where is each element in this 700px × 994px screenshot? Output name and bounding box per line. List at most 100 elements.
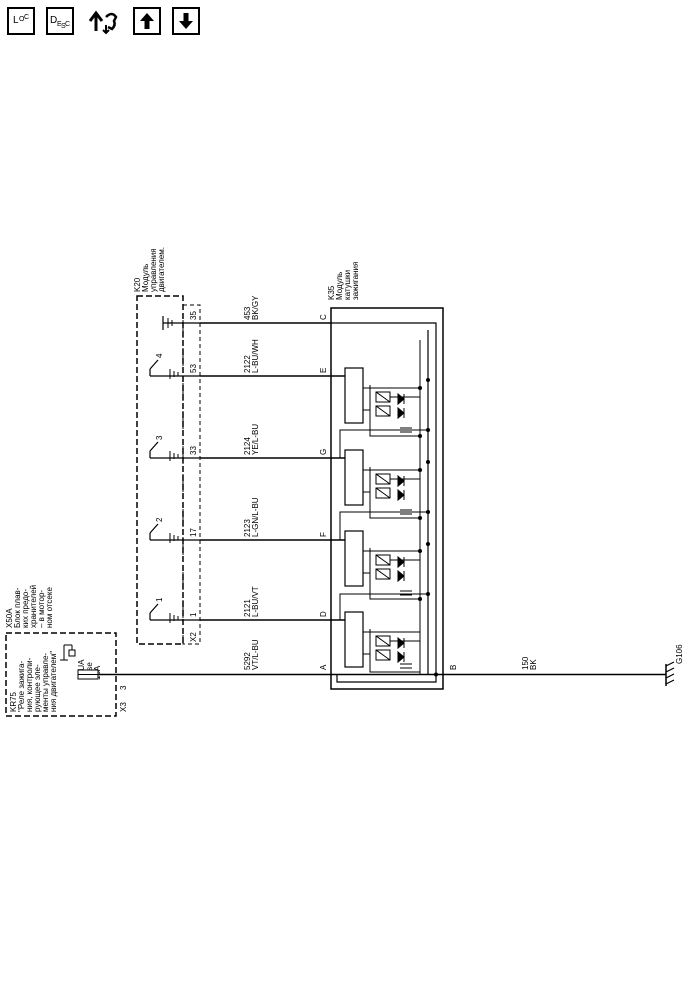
svg-text:S: S	[61, 23, 66, 30]
svg-text:F4UA: F4UA	[77, 659, 86, 680]
svg-text:O: O	[19, 16, 25, 23]
svg-text:Модуль: Модуль	[335, 272, 344, 300]
ecm-driver-1: 1	[149, 597, 200, 623]
svg-text:– в мотор-: – в мотор-	[37, 590, 46, 628]
signal-path-button[interactable]	[86, 7, 124, 35]
svg-text:L: L	[13, 15, 19, 26]
k35-bus	[331, 322, 437, 683]
svg-text:K20: K20	[133, 277, 142, 292]
svg-text:BK: BK	[529, 659, 538, 670]
svg-text:KR75: KR75	[9, 691, 18, 712]
x50a-box	[5, 632, 117, 717]
wire-150: B 150 BK	[443, 656, 666, 676]
svg-text:ких предо-: ких предо-	[21, 589, 30, 628]
ecm-ground-35	[162, 316, 200, 330]
svg-text:G: G	[319, 449, 328, 455]
svg-text:F: F	[319, 532, 328, 537]
svg-text:2: 2	[155, 517, 164, 522]
svg-text:B: B	[449, 665, 458, 670]
svg-text:2124: 2124	[243, 437, 252, 455]
svg-text:YE/L-BU: YE/L-BU	[251, 424, 260, 455]
ecm-driver-4: 4	[149, 353, 200, 379]
wire-2124: 33 2124 YE/L-BU G	[189, 424, 345, 459]
svg-text:двигателем.: двигателем.	[157, 247, 166, 292]
wire-2121: 1 2121 L-BU/VT D	[189, 586, 345, 621]
coil-channel-f	[339, 511, 428, 600]
arrow-down-icon	[179, 13, 193, 29]
loc-icon: L O C	[13, 14, 29, 26]
svg-text:Модуль: Модуль	[141, 264, 150, 292]
svg-text:VT/L-BU: VT/L-BU	[251, 639, 260, 670]
svg-text:хранителей: хранителей	[29, 585, 38, 628]
x3-pin-label: 3	[119, 685, 128, 690]
svg-text:BK/GY: BK/GY	[251, 295, 260, 320]
svg-text:1: 1	[189, 612, 198, 617]
svg-text:D: D	[319, 611, 328, 617]
ecm-driver-3: 3	[149, 435, 200, 461]
k20-box	[136, 295, 184, 645]
svg-text:G106: G106	[675, 644, 684, 664]
x50a-label: X50A Блок плав- ких предо- хранителей – …	[5, 585, 54, 628]
svg-text:управления: управления	[149, 248, 158, 292]
svg-text:менты управле-: менты управле-	[41, 653, 50, 712]
desc-button[interactable]: D E S C	[46, 7, 74, 35]
svg-text:2123: 2123	[243, 519, 252, 537]
relay-contact-icon	[60, 644, 76, 661]
kr75-label: KR75 "Реле зажига- ния, контроли- рующее…	[9, 651, 58, 712]
svg-text:K35: K35	[327, 285, 336, 300]
svg-text:E: E	[319, 368, 328, 373]
svg-text:X50A: X50A	[5, 608, 14, 628]
wire-2123: 17 2123 L-GN/L-BU F	[189, 497, 345, 541]
svg-text:C: C	[65, 21, 70, 28]
ecm-driver-2: 2	[149, 517, 200, 543]
svg-text:A: A	[319, 664, 328, 670]
coil-channel-d	[339, 593, 428, 673]
svg-text:4: 4	[155, 353, 164, 358]
coil-channel-g	[339, 429, 428, 519]
svg-text:рующее эле-: рующее эле-	[33, 664, 42, 712]
wire-453: 35 453 BK/GY C	[189, 295, 331, 324]
arrow-down-button[interactable]	[172, 7, 200, 35]
arrow-up-icon	[140, 13, 154, 29]
svg-text:2121: 2121	[243, 599, 252, 617]
svg-text:ния, контроли-: ния, контроли-	[25, 657, 34, 712]
svg-text:L-BU/WH: L-BU/WH	[251, 339, 260, 373]
k20-x2-connector	[182, 304, 201, 645]
svg-text:"Реле зажига-: "Реле зажига-	[17, 661, 26, 712]
svg-text:3: 3	[155, 435, 164, 440]
svg-text:5292: 5292	[243, 652, 252, 670]
junction-dots	[418, 378, 438, 677]
svg-text:17: 17	[189, 528, 198, 537]
svg-text:53: 53	[189, 364, 198, 373]
wire-2122: 53 2122 L-BU/WH E	[189, 339, 345, 377]
svg-text:D: D	[50, 15, 57, 26]
svg-text:Блок плав-: Блок плав-	[13, 587, 22, 628]
signal-path-icon	[88, 10, 118, 35]
loc-button[interactable]: L O C	[7, 7, 35, 35]
coil-channel-e	[344, 367, 420, 437]
x2-connector-label: X2	[189, 632, 198, 642]
wire-5292: 5292 VT/L-BU A	[98, 639, 443, 676]
svg-text:453: 453	[243, 306, 252, 320]
arrow-up-button[interactable]	[133, 7, 161, 35]
svg-text:катушки: катушки	[343, 270, 352, 300]
svg-text:33: 33	[189, 446, 198, 455]
svg-text:C: C	[24, 14, 29, 21]
k35-box	[330, 307, 444, 690]
svg-text:ном отсеке: ном отсеке	[45, 587, 54, 628]
desc-icon: D E S C	[50, 15, 70, 30]
svg-text:зажигания: зажигания	[351, 262, 360, 300]
svg-text:1: 1	[155, 597, 164, 602]
svg-text:L-BU/VT: L-BU/VT	[251, 586, 260, 617]
svg-text:C: C	[319, 314, 328, 320]
svg-text:E: E	[57, 21, 62, 28]
x3-connector-label: X3	[119, 702, 128, 712]
k20-label: K20 Модуль управления двигателем.	[133, 247, 166, 292]
svg-text:ния двигателем": ния двигателем"	[49, 651, 58, 712]
svg-text:2122: 2122	[243, 355, 252, 373]
fuse-f4ua: F4UA Fuse 15A	[77, 659, 102, 680]
toolbar: L O C D E S C	[0, 0, 700, 44]
k35-label: K35 Модуль катушки зажигания	[327, 262, 360, 300]
ground-g106-icon: G106	[665, 644, 684, 686]
